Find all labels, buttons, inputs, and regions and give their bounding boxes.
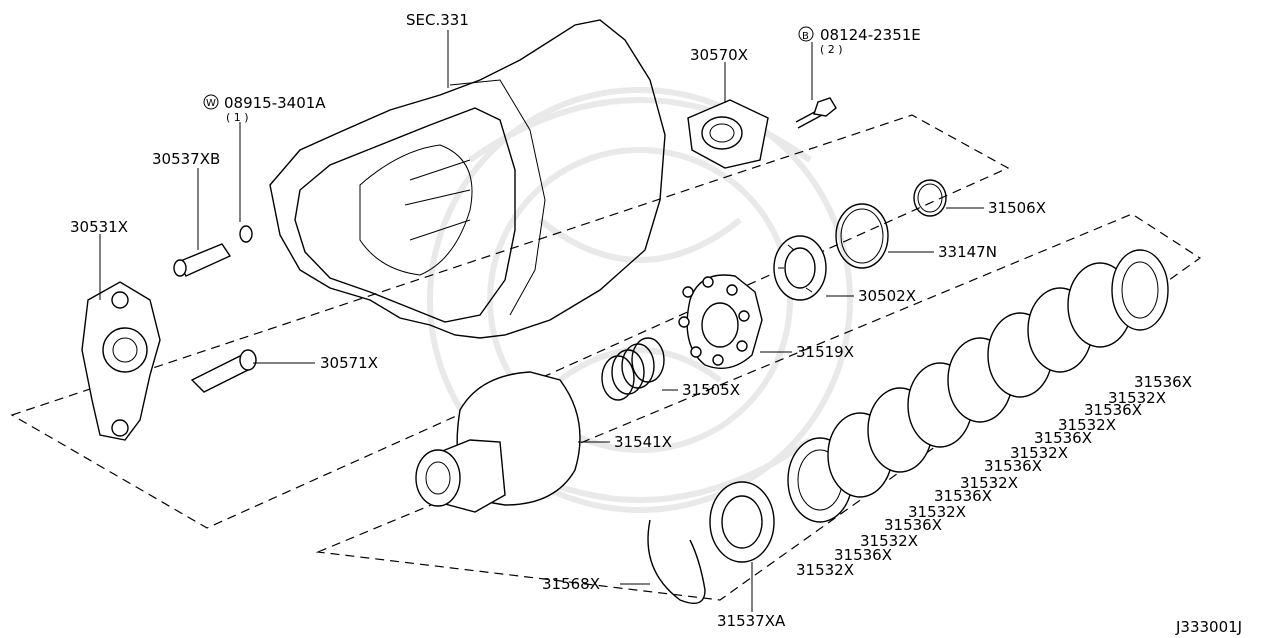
label-31536x: 31536X [1084, 401, 1142, 419]
label-31541x: 31541X [614, 433, 672, 451]
bolt-symbol: B [802, 31, 809, 42]
label-31537xa: 31537XA [717, 612, 786, 630]
washer-callout: W 08915-3401A ( 1 ) [203, 94, 326, 124]
label-31532x: 31532X [796, 561, 854, 579]
label-31536x: 31536X [934, 487, 992, 505]
watermark-emblem [427, 87, 853, 513]
label-33147n: 33147N [938, 243, 997, 261]
label-31532x: 31532X [1010, 444, 1068, 462]
cover-plate-30531x [81, 281, 161, 441]
hub-31519x [678, 274, 763, 369]
bearing-30502x [773, 235, 827, 301]
flange-30570x [687, 99, 769, 169]
label-31519x: 31519X [796, 343, 854, 361]
label-sec331: SEC.331 [406, 11, 469, 29]
bolt-callout: B 08124-2351E ( 2 ) [798, 26, 921, 56]
label-08915-3401a: 08915-3401A [224, 94, 326, 112]
label-30571x: 30571X [320, 354, 378, 372]
label-31532x: 31532X [860, 532, 918, 550]
label-31568x: 31568X [542, 575, 600, 593]
bolt-08124-2351e [795, 97, 837, 129]
snap-ring-31506x [913, 179, 947, 217]
spring-31505x [601, 337, 665, 401]
label-31536x: 31536X [984, 457, 1042, 475]
snap-ring-31568x [647, 519, 706, 604]
label-31536x: 31536X [1034, 429, 1092, 447]
label-30537xb: 30537XB [152, 150, 220, 168]
leader-lines [99, 30, 984, 612]
label-31536x: 31536X [834, 546, 892, 564]
label-31532x: 31532X [1108, 389, 1166, 407]
pin-30537xb [173, 243, 232, 277]
washer-symbol: W [206, 98, 216, 109]
ring-33147n [835, 203, 889, 269]
gear-plate-31537xa [709, 481, 775, 563]
label-31532x: 31532X [1058, 416, 1116, 434]
diagram-id: J333001J [1175, 618, 1242, 636]
upper-dashed-frame [10, 114, 1010, 529]
label-31536x: 31536X [1134, 373, 1192, 391]
label-bolt-qty: ( 2 ) [820, 43, 843, 56]
transfer-case-housing [269, 19, 666, 339]
pin-30571x [190, 349, 257, 393]
label-31506x: 31506X [988, 199, 1046, 217]
lower-dashed-frame [315, 213, 1202, 601]
label-31505x: 31505X [682, 381, 740, 399]
label-31532x: 31532X [908, 503, 966, 521]
label-08124-2351e: 08124-2351E [820, 26, 921, 44]
label-31536x: 31536X [884, 516, 942, 534]
washer-08915-3401a [239, 225, 253, 243]
label-30502x: 30502X [858, 287, 916, 305]
label-washer-qty: ( 1 ) [226, 111, 249, 124]
clutch-pack [787, 249, 1169, 523]
drum-31541x [415, 371, 581, 513]
label-31532x: 31532X [960, 474, 1018, 492]
label-30531x: 30531X [70, 218, 128, 236]
label-30570x: 30570X [690, 46, 748, 64]
